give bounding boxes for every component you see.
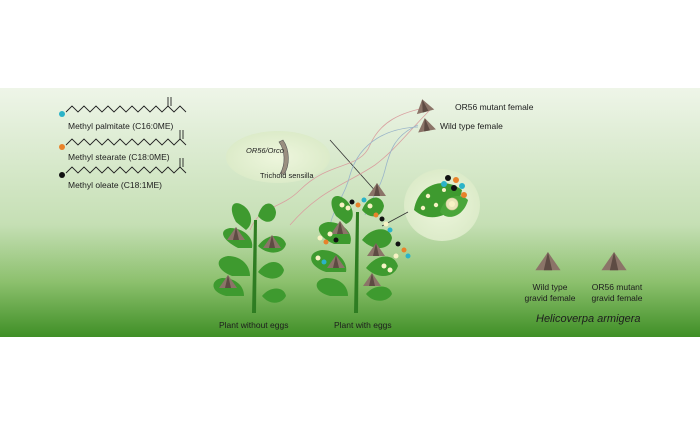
palmitate-dot [59, 111, 65, 117]
sensilla-label: Trichoid sensilla [260, 171, 314, 180]
molecule-palmitate [65, 105, 187, 113]
compound-label-palmitate: Methyl palmitate (C16:0ME) [68, 121, 174, 131]
receptor-label: OR56/Orco [246, 146, 284, 155]
mutant-female-label: OR56 mutant female [455, 102, 534, 112]
trichoid-hair [278, 139, 289, 175]
molecule-stearate [65, 138, 187, 146]
species-name: Helicoverpa armigera [536, 313, 641, 325]
wild-female-label: Wild type female [440, 121, 503, 131]
plant-with-eggs-label: Plant with eggs [334, 320, 392, 330]
plant-with-eggs [311, 195, 411, 313]
zoom-leaf [414, 175, 468, 218]
plant-without-eggs [213, 203, 286, 313]
egg-clusters [315, 197, 411, 273]
mutant-path-2 [289, 109, 431, 226]
oleate-dot [59, 172, 65, 178]
molecule-oleate [65, 166, 187, 174]
plant-without-eggs-label: Plant without eggs [219, 320, 289, 330]
molecule-structures [65, 97, 187, 174]
compound-label-oleate: Methyl oleate (C18:1ME) [68, 180, 163, 190]
sensilla-bubble [226, 131, 330, 183]
stearate-dot [59, 144, 65, 150]
compound-label-stearate: Methyl stearate (C18:0ME) [68, 152, 170, 162]
